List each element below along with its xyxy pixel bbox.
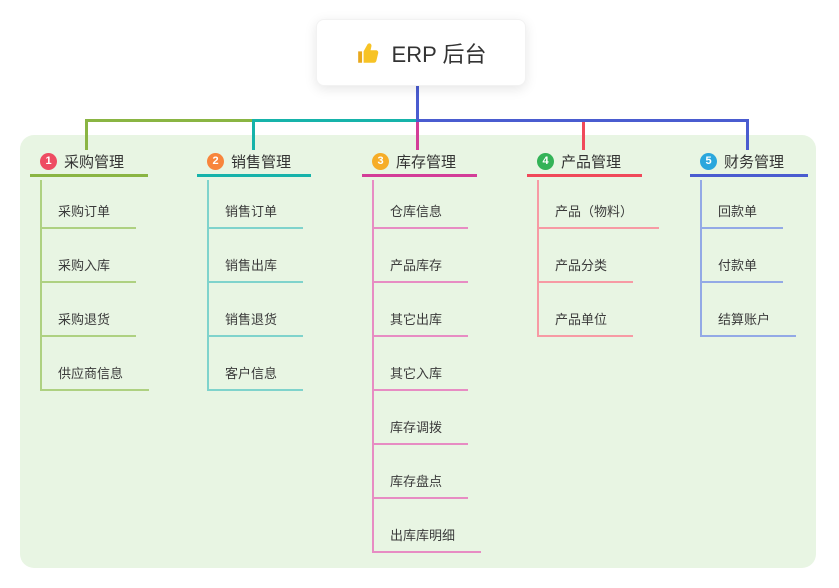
child-label: 库存调拨 bbox=[374, 417, 469, 445]
branch-node-4[interactable]: 4 产品管理 bbox=[527, 148, 642, 177]
connector-drop-branch-2 bbox=[252, 119, 255, 150]
branch-number-badge: 1 bbox=[40, 152, 57, 170]
child-label: 采购订单 bbox=[42, 201, 137, 229]
branch-2-children: 销售订单销售出库销售退货客户信息 bbox=[207, 180, 304, 391]
branch-label: 库存管理 bbox=[396, 153, 457, 171]
connector-bus-segment-1 bbox=[85, 119, 254, 122]
connector-bus-segment-2 bbox=[252, 119, 417, 122]
connector-bus-segment-3 bbox=[416, 119, 749, 122]
child-label: 销售订单 bbox=[209, 201, 304, 229]
root-node[interactable]: ERP 后台 bbox=[316, 19, 526, 86]
branch-5-children: 回款单付款单结算账户 bbox=[700, 180, 797, 337]
branches-panel bbox=[20, 135, 816, 568]
child-label: 采购退货 bbox=[42, 309, 137, 337]
branch-label: 销售管理 bbox=[231, 153, 292, 171]
child-label: 付款单 bbox=[702, 255, 784, 283]
child-label: 其它出库 bbox=[374, 309, 469, 337]
child-label: 产品库存 bbox=[374, 255, 469, 283]
branch-label: 财务管理 bbox=[724, 153, 785, 171]
child-label: 回款单 bbox=[702, 201, 784, 229]
child-label: 客户信息 bbox=[209, 363, 304, 391]
child-label: 库存盘点 bbox=[374, 471, 469, 499]
connector-root-stem bbox=[416, 84, 419, 122]
branch-node-1[interactable]: 1 采购管理 bbox=[30, 148, 148, 177]
connector-drop-branch-5 bbox=[746, 119, 749, 150]
branch-node-5[interactable]: 5 财务管理 bbox=[690, 148, 808, 177]
connector-drop-branch-4 bbox=[582, 119, 585, 150]
child-label: 其它入库 bbox=[374, 363, 469, 391]
branch-label: 采购管理 bbox=[64, 153, 125, 171]
branch-number-badge: 5 bbox=[700, 152, 717, 170]
child-label: 销售出库 bbox=[209, 255, 304, 283]
child-label: 仓库信息 bbox=[374, 201, 469, 229]
child-label: 出库库明细 bbox=[374, 525, 482, 553]
child-label: 销售退货 bbox=[209, 309, 304, 337]
branch-label: 产品管理 bbox=[561, 153, 622, 171]
child-label: 供应商信息 bbox=[42, 363, 150, 391]
connector-drop-branch-1 bbox=[85, 119, 88, 150]
connector-drop-branch-3 bbox=[416, 119, 419, 150]
child-label: 产品单位 bbox=[539, 309, 634, 337]
child-label: 采购入库 bbox=[42, 255, 137, 283]
child-label: 结算账户 bbox=[702, 309, 797, 337]
child-label: 产品（物料） bbox=[539, 201, 660, 229]
branch-number-badge: 2 bbox=[207, 152, 224, 170]
thumbs-up-icon bbox=[356, 40, 382, 66]
branch-3-children: 仓库信息产品库存其它出库其它入库库存调拨库存盘点出库库明细 bbox=[372, 180, 482, 553]
branch-number-badge: 3 bbox=[372, 152, 389, 170]
branch-node-3[interactable]: 3 库存管理 bbox=[362, 148, 477, 177]
root-title: ERP 后台 bbox=[391, 41, 487, 67]
branch-number-badge: 4 bbox=[537, 152, 554, 170]
branch-4-children: 产品（物料） 产品分类产品单位 bbox=[537, 180, 660, 337]
branch-1-children: 采购订单采购入库采购退货供应商信息 bbox=[40, 180, 150, 391]
child-label: 产品分类 bbox=[539, 255, 634, 283]
branch-node-2[interactable]: 2 销售管理 bbox=[197, 148, 311, 177]
